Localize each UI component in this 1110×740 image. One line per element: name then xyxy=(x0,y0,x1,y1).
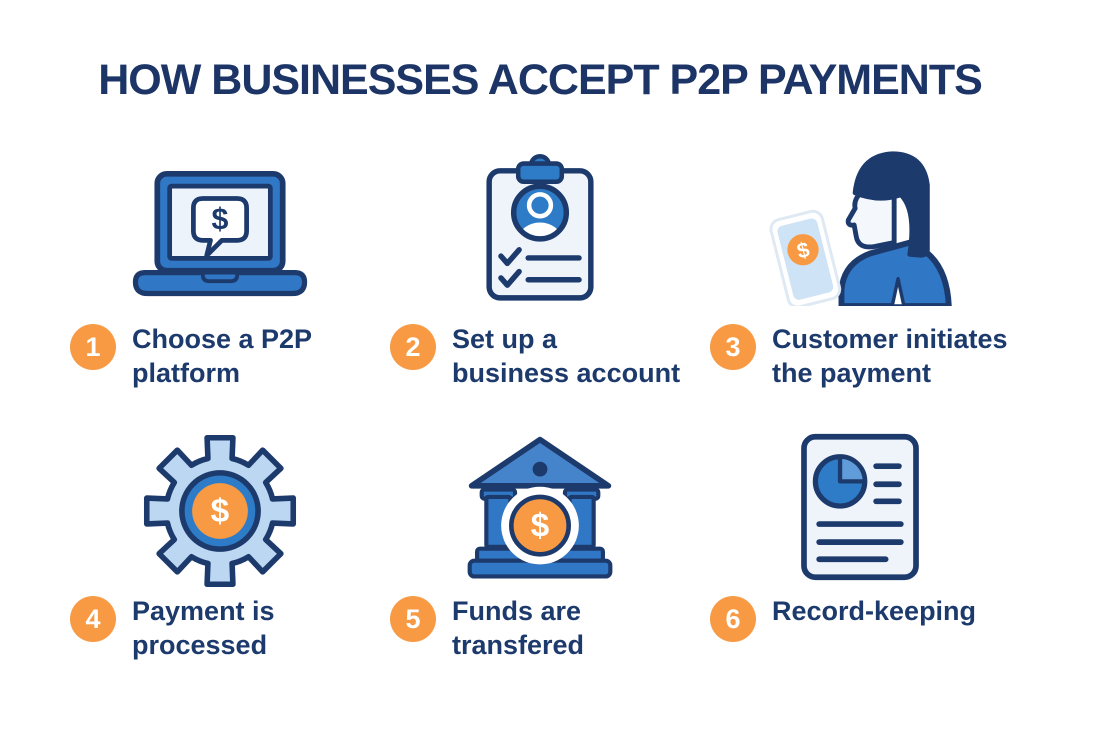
step-4: $ 4 Payment is processed xyxy=(70,424,390,662)
step-number-badge: 4 xyxy=(70,596,116,642)
gear-dollar-icon: $ xyxy=(143,434,297,588)
step-1: $ 1 Choose a P2P platform xyxy=(70,140,390,390)
step-number-badge: 5 xyxy=(390,596,436,642)
dollar-sign: $ xyxy=(794,237,811,263)
phone: $ xyxy=(769,209,842,306)
dollar-sign: $ xyxy=(211,493,230,530)
step-5: $ 5 Funds are transfered xyxy=(390,424,710,662)
step-6: 6 Record-keeping xyxy=(710,424,1030,642)
page-title: HOW BUSINESSES ACCEPT P2P PAYMENTS xyxy=(98,56,983,104)
dollar-sign: $ xyxy=(531,508,550,545)
clipboard-account-icon xyxy=(486,154,594,301)
step-3: $ 3 Customer initiates the payment xyxy=(710,140,1030,390)
customer-hair xyxy=(852,151,930,258)
checkmark-icon xyxy=(498,247,522,267)
dollar-coin xyxy=(509,494,571,557)
customer-face xyxy=(845,188,897,250)
checkmark-icon xyxy=(498,268,522,288)
dollar-coin xyxy=(787,234,819,266)
step-number-badge: 1 xyxy=(70,324,116,370)
step-label: Choose a P2P platform xyxy=(132,324,313,388)
step-label: Set up a business account xyxy=(452,324,681,388)
step-label: Customer initiates the payment xyxy=(772,324,1008,388)
step-number-badge: 2 xyxy=(390,324,436,370)
dollar-sign: $ xyxy=(212,202,229,236)
step-number-badge: 3 xyxy=(710,324,756,370)
dollar-speech-bubble xyxy=(191,196,249,258)
dollar-coin xyxy=(192,483,248,539)
step-label: Payment is processed xyxy=(132,596,275,660)
step-2: 2 Set up a business account xyxy=(390,140,710,390)
report-document-icon xyxy=(801,433,919,581)
step-label: Funds are transfered xyxy=(452,596,585,660)
step-label: Record-keeping xyxy=(772,596,977,626)
step-number-badge: 6 xyxy=(710,596,756,642)
bank-dollar-icon: $ xyxy=(467,436,613,579)
laptop-dollar-icon: $ xyxy=(132,170,308,297)
customer-phone-icon: $ xyxy=(769,151,952,306)
